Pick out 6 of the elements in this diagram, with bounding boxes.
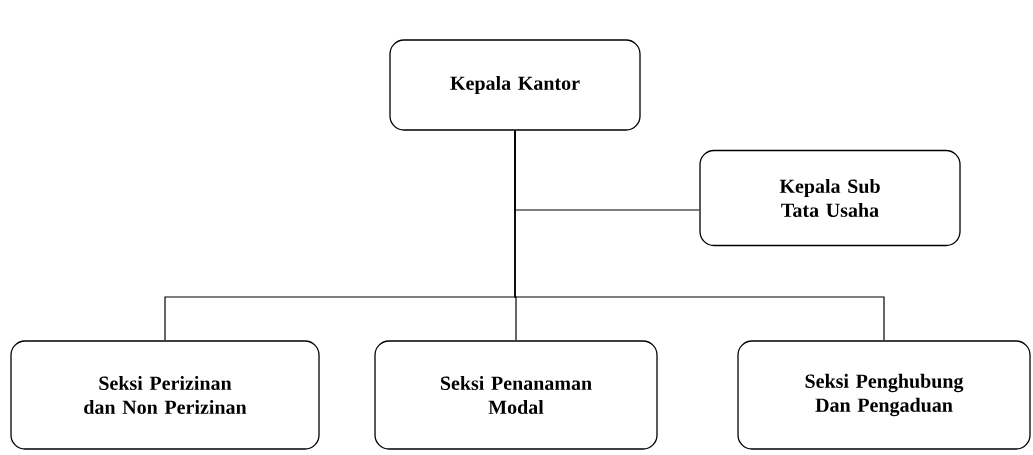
org-box: Seksi Penanaman Modal	[374, 340, 658, 450]
connector-line	[514, 130, 885, 341]
org-box: Seksi Penghubung Dan Pengaduan	[737, 340, 1031, 450]
org-box: Kepala Kantor	[389, 39, 641, 131]
org-box: Seksi Perizinan dan Non Perizinan	[10, 340, 320, 450]
org-box: Kepala Sub Tata Usaha	[699, 149, 961, 247]
